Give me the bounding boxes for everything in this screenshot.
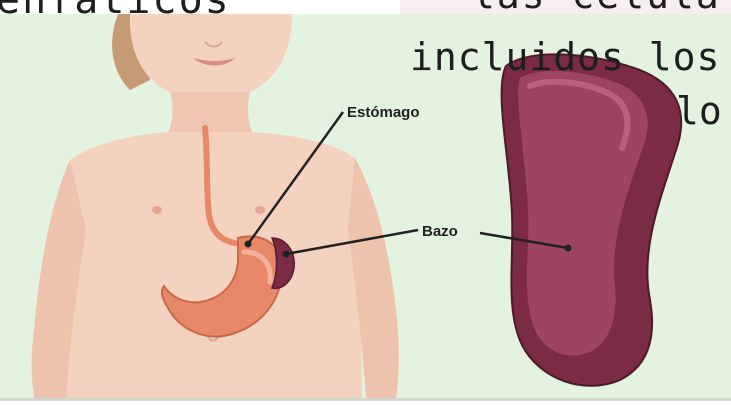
overlay-text-line-2: las célula xyxy=(472,0,721,14)
overlay-text-line-1: enfáticos xyxy=(0,0,231,20)
stomach-label: Estómago xyxy=(347,104,420,121)
left-nipple xyxy=(152,206,162,214)
stomach-leader-dot xyxy=(245,241,252,248)
spleen-label: Bazo xyxy=(422,223,458,240)
neck xyxy=(165,92,255,138)
overlay-text-line-4: lo xyxy=(676,92,722,130)
spleen-leader-dot-left xyxy=(283,251,290,258)
overlay-text-line-3: incluidos los xyxy=(410,38,720,76)
right-nipple xyxy=(255,206,265,214)
spleen-leader-dot-right xyxy=(565,245,572,252)
